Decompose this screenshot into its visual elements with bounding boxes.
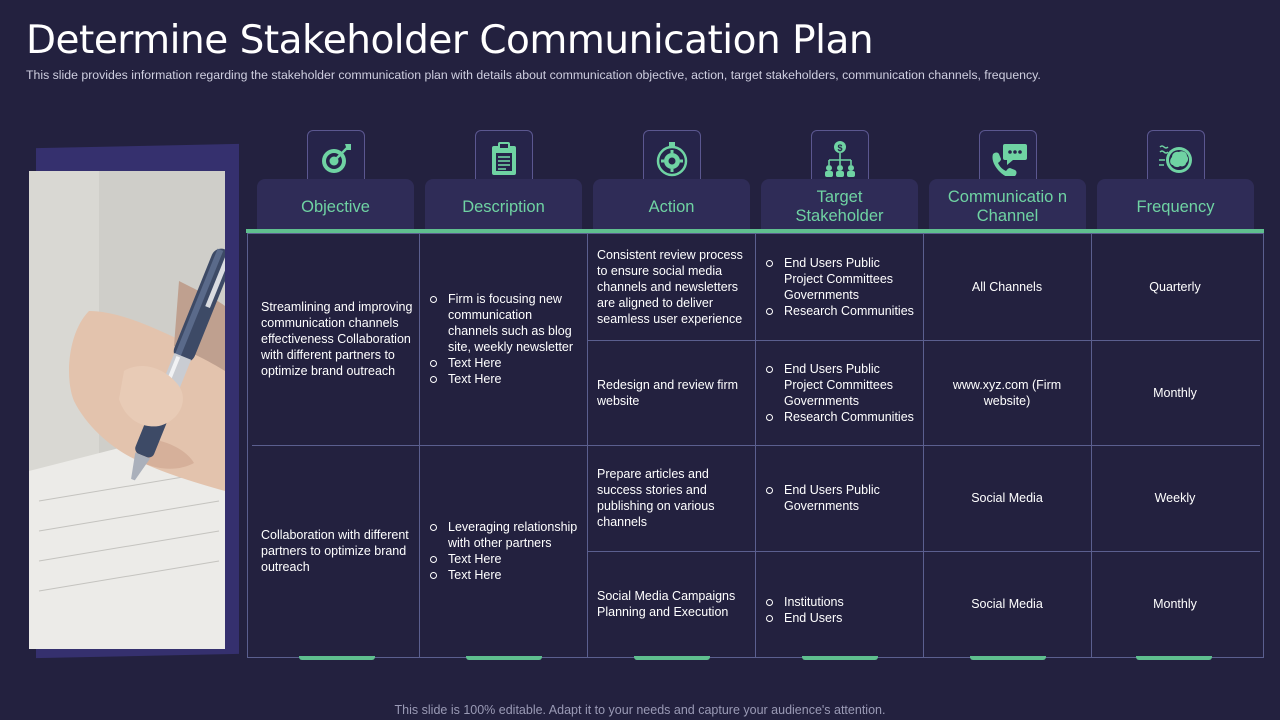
- page-title: Determine Stakeholder Communication Plan: [26, 18, 874, 63]
- channel-cell: Social Media: [933, 551, 1081, 657]
- column-header-frequency: Frequency: [1097, 179, 1254, 229]
- list-item: Text Here: [429, 355, 581, 371]
- action-text: Social Media Campaigns Planning and Exec…: [597, 589, 736, 619]
- objective-cell: Streamlining and improving communication…: [261, 233, 413, 445]
- frequency-text: Weekly: [1154, 491, 1196, 505]
- frequency-cell: Monthly: [1101, 551, 1249, 657]
- stakeholder-list: End Users Public Governments: [765, 482, 917, 514]
- stakeholder-cell: End Users Public Project Committees Gove…: [765, 340, 917, 445]
- channel-text: www.xyz.com (Firm website): [952, 377, 1062, 408]
- action-cell: Redesign and review firm website: [597, 340, 747, 445]
- hierarchy-dollar-icon: $: [811, 130, 869, 188]
- column-footer-accent: [1136, 656, 1212, 660]
- action-cell: Consistent review process to ensure soci…: [597, 233, 747, 340]
- action-text: Consistent review process to ensure soci…: [597, 247, 743, 326]
- action-text: Redesign and review firm website: [597, 377, 739, 408]
- gear-timer-icon: [643, 130, 701, 188]
- column-header-communication-channel: Communicatio n Channel: [929, 179, 1086, 229]
- objective-text: Collaboration with different partners to…: [261, 528, 409, 574]
- stakeholder-list: End Users Public Project Committees Gove…: [765, 255, 917, 319]
- column-footer-accent: [634, 656, 710, 660]
- page-subtitle: This slide provides information regardin…: [26, 68, 1041, 82]
- column-header-target-stakeholder: Target Stakeholder: [761, 179, 918, 229]
- list-item: End Users: [765, 610, 844, 626]
- column-header-objective: Objective: [257, 179, 414, 229]
- description-cell: Firm is focusing new communication chann…: [429, 233, 581, 445]
- list-item: End Users Public Governments: [765, 482, 917, 514]
- column-footer-accent: [299, 656, 375, 660]
- column-footer-accent: [466, 656, 542, 660]
- action-cell: Social Media Campaigns Planning and Exec…: [597, 551, 747, 657]
- objective-cell: Collaboration with different partners to…: [261, 445, 413, 657]
- action-text: Prepare articles and success stories and…: [597, 467, 715, 529]
- column-header-description: Description: [425, 179, 582, 229]
- brain-head-icon: [1147, 130, 1205, 188]
- frequency-cell: Quarterly: [1101, 233, 1249, 340]
- channel-cell: www.xyz.com (Firm website): [933, 340, 1081, 445]
- channel-text: Social Media: [971, 491, 1043, 505]
- list-item: Text Here: [429, 371, 581, 387]
- channel-cell: Social Media: [933, 445, 1081, 551]
- description-cell: Leveraging relationship with other partn…: [429, 445, 581, 657]
- column-header-action: Action: [593, 179, 750, 229]
- list-item: Research Communities: [765, 303, 917, 319]
- header-divider: [246, 229, 1264, 233]
- objective-text: Streamlining and improving communication…: [261, 300, 413, 378]
- writing-hand-photo: [29, 171, 225, 649]
- channel-text: All Channels: [971, 279, 1043, 294]
- stakeholder-list: Institutions End Users: [765, 594, 844, 626]
- clipboard-icon: [475, 130, 533, 188]
- frequency-cell: Weekly: [1101, 445, 1249, 551]
- target-icon: [307, 130, 365, 188]
- description-list: Leveraging relationship with other partn…: [429, 519, 581, 583]
- frequency-text: Quarterly: [1149, 279, 1201, 294]
- stakeholder-cell: End Users Public Governments: [765, 445, 917, 551]
- list-item: Leveraging relationship with other partn…: [429, 519, 581, 551]
- svg-text:$: $: [837, 143, 842, 153]
- row-divider: [588, 551, 1260, 552]
- list-item: Firm is focusing new communication chann…: [429, 291, 581, 355]
- stakeholder-cell: Institutions End Users: [765, 551, 917, 657]
- stakeholder-list: End Users Public Project Committees Gove…: [765, 361, 917, 425]
- list-item: End Users Public Project Committees Gove…: [765, 361, 917, 409]
- list-item: End Users Public Project Committees Gove…: [765, 255, 917, 303]
- phone-chat-icon: [979, 130, 1037, 188]
- description-list: Firm is focusing new communication chann…: [429, 291, 581, 387]
- list-item: Text Here: [429, 551, 581, 567]
- list-item: Institutions: [765, 594, 844, 610]
- channel-text: Social Media: [971, 597, 1043, 611]
- list-item: Text Here: [429, 567, 581, 583]
- footer-note: This slide is 100% editable. Adapt it to…: [394, 703, 886, 717]
- frequency-cell: Monthly: [1101, 340, 1249, 445]
- frequency-text: Monthly: [1153, 385, 1197, 400]
- channel-cell: All Channels: [933, 233, 1081, 340]
- action-cell: Prepare articles and success stories and…: [597, 445, 747, 551]
- list-item: Research Communities: [765, 409, 917, 425]
- group-divider: [252, 445, 1260, 446]
- row-divider: [588, 340, 1260, 341]
- frequency-text: Monthly: [1153, 597, 1197, 611]
- stakeholder-cell: End Users Public Project Committees Gove…: [765, 233, 917, 340]
- column-footer-accent: [802, 656, 878, 660]
- column-footer-accent: [970, 656, 1046, 660]
